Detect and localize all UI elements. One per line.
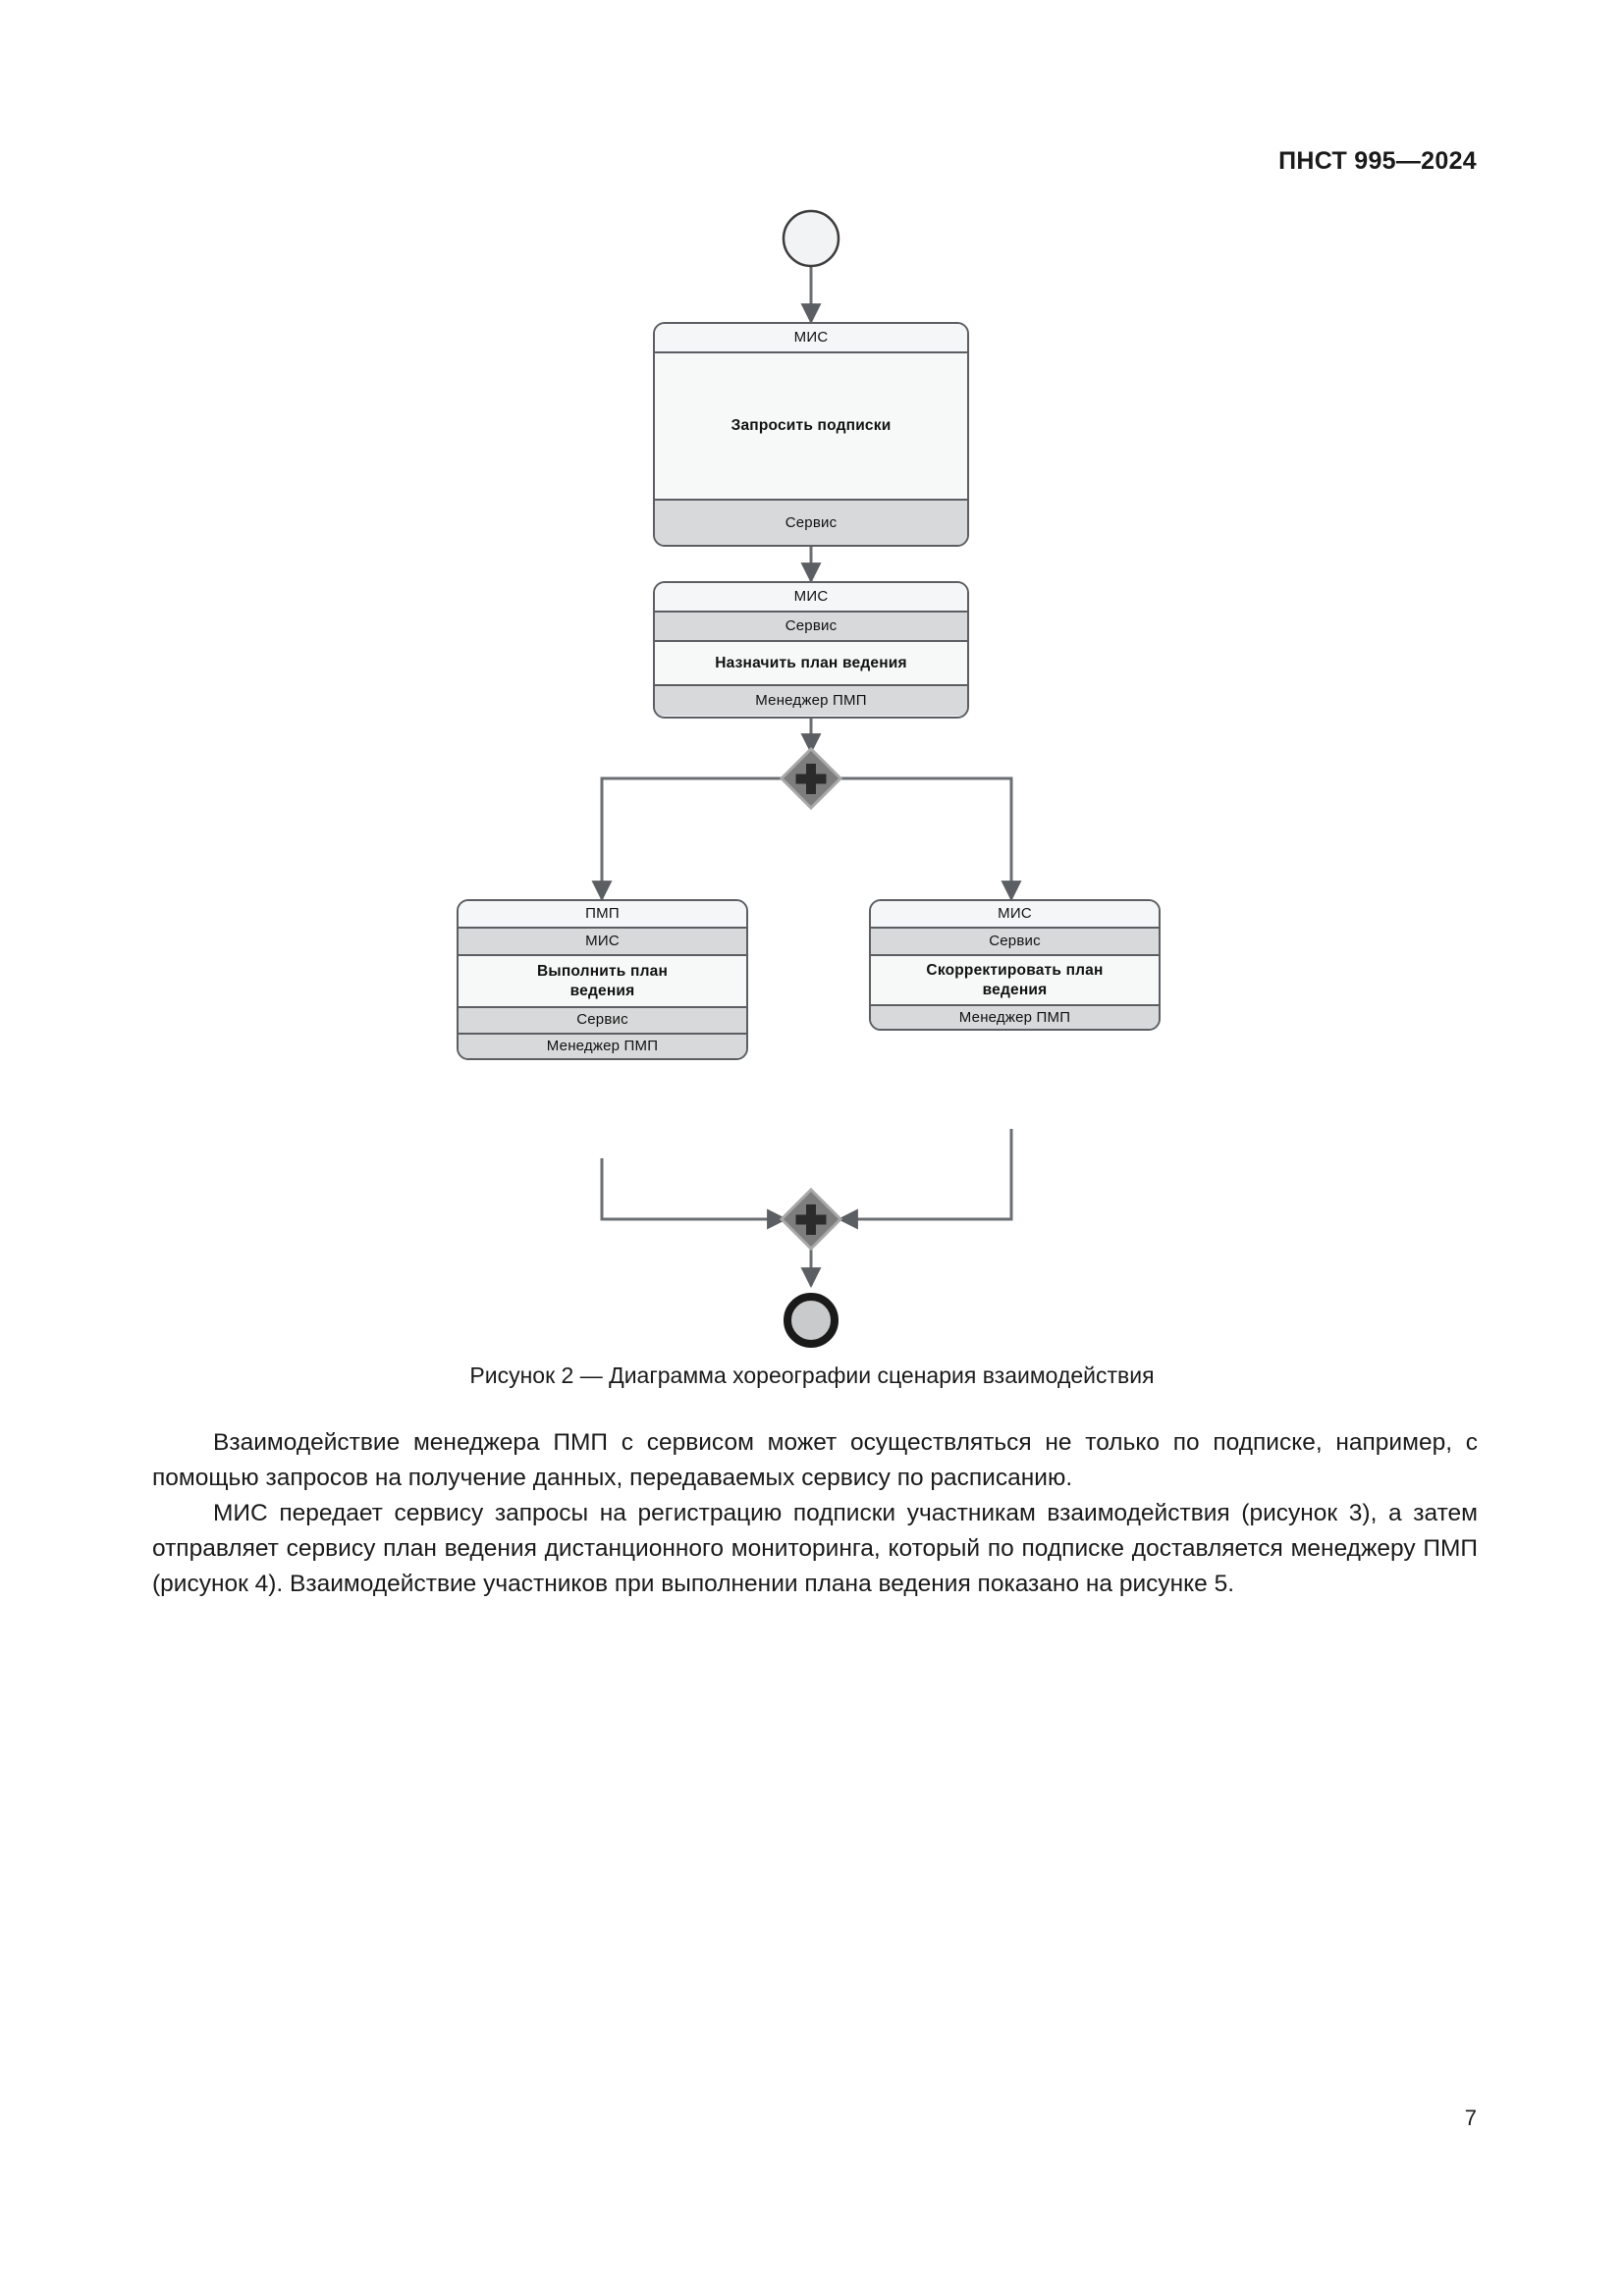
body-paragraph-1: Взаимодействие менеджера ПМП с сервисом …: [152, 1429, 1478, 1491]
choreography-task-skorrektirovat-plan-vedeniya[interactable]: МИС Сервис Скорректировать план ведения …: [869, 899, 1161, 1031]
figure-2-diagram: МИС Запросить подписки Сервис МИС Сервис…: [0, 196, 1624, 1355]
flow-task3-to-join: [600, 1158, 788, 1230]
choreography-task-vypolnit-plan-vedeniya[interactable]: ПМП МИС Выполнить план ведения Сервис Ме…: [457, 899, 748, 1060]
flow-split-to-task4: [811, 776, 1022, 902]
participant-band-manager: Менеджер ПМП: [871, 1006, 1159, 1029]
task-label-line1: Выполнить план: [536, 963, 669, 981]
participant-band-mis: МИС: [459, 929, 746, 956]
participant-band-initiator: ПМП: [459, 901, 746, 929]
participant-band-service: Сервис: [655, 501, 967, 545]
choreography-task-naznachit-plan-vedeniya[interactable]: МИС Сервис Назначить план ведения Менедж…: [653, 581, 969, 719]
task-label: Скорректировать план ведения: [871, 956, 1159, 1006]
task-label-line2: ведения: [569, 982, 635, 999]
participant-band-initiator: МИС: [655, 583, 967, 613]
task-label: Выполнить план ведения: [459, 956, 746, 1008]
end-event-circle-icon: [784, 1293, 839, 1348]
task-label-text: Назначить план ведения: [715, 654, 907, 671]
participant-band-initiator: МИС: [655, 324, 967, 353]
task-label-line1: Скорректировать план: [926, 962, 1104, 980]
diagram-connectors-layer: [591, 209, 1022, 1348]
task-label: Назначить план ведения: [655, 642, 967, 686]
choreography-task-zaprosit-podpiski[interactable]: МИС Запросить подписки Сервис: [653, 322, 969, 547]
participant-band-service: Сервис: [871, 929, 1159, 956]
participant-band-service: Сервис: [655, 613, 967, 642]
figure-caption: Рисунок 2 — Диаграмма хореографии сценар…: [469, 1362, 1155, 1388]
participant-band-initiator: МИС: [871, 901, 1159, 929]
task-label-line2: ведения: [982, 981, 1048, 998]
flow-split-to-task3: [591, 776, 811, 902]
body-text-block: Взаимодействие менеджера ПМП с сервисом …: [152, 1425, 1478, 1602]
page-number: 7: [1464, 2106, 1477, 2130]
body-paragraph-2: МИС передает сервису запросы на регистра…: [152, 1500, 1478, 1597]
task-label-text: Запросить подписки: [731, 417, 892, 435]
participant-band-manager: Менеджер ПМП: [655, 686, 967, 716]
parallel-gateway-join-icon: [779, 1187, 843, 1252]
participant-band-service: Сервис: [459, 1008, 746, 1035]
participant-band-manager: Менеджер ПМП: [459, 1035, 746, 1058]
parallel-gateway-split-icon: [779, 746, 843, 811]
start-event-circle-icon: [782, 209, 840, 268]
flow-task4-to-join: [837, 1129, 1013, 1230]
task-label: Запросить подписки: [655, 353, 967, 501]
page-header-standard-ref: ПНСТ 995—2024: [1278, 147, 1477, 175]
